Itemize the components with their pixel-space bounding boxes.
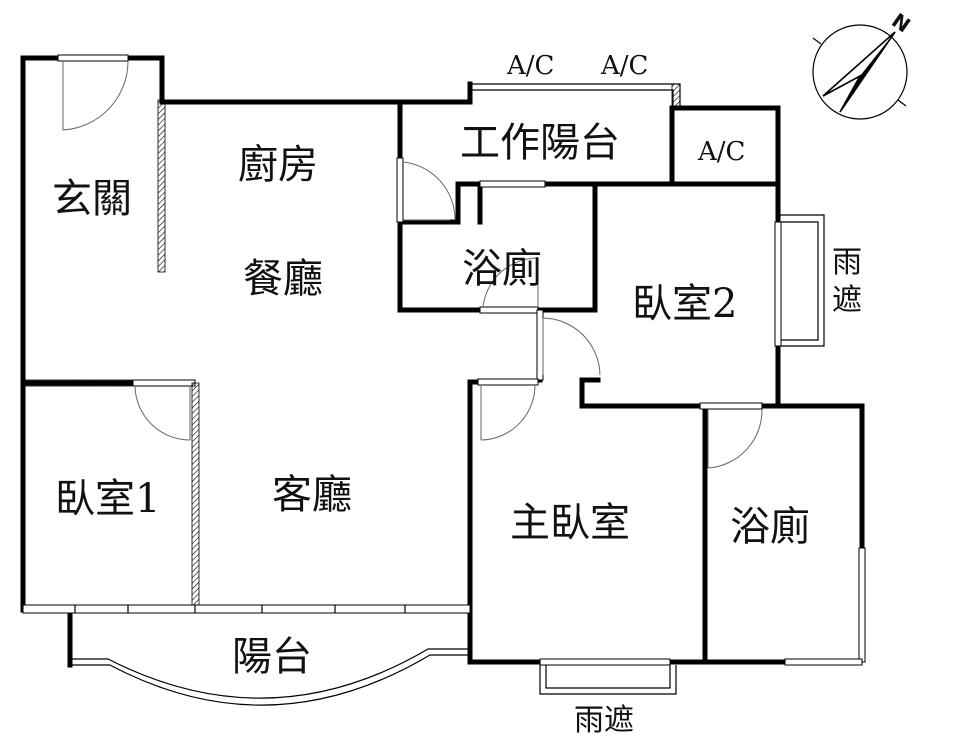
bedroom2-awning [778, 214, 825, 347]
label-awning-side: 雨 遮 [832, 245, 862, 318]
utility-balcony-rail [470, 83, 681, 108]
compass-north-label: N [887, 8, 914, 37]
label-awning-side-char-2: 遮 [832, 283, 862, 318]
label-awning-bottom: 雨遮 [574, 703, 634, 738]
label-awning-side-char-1: 雨 [832, 245, 862, 280]
bedroom1-top-wall-hatch [22, 379, 134, 387]
entrance-door-arc [62, 60, 129, 131]
bedroom1-door-arc [134, 385, 191, 441]
kitchen-top-wall [159, 81, 473, 105]
label-bath-1: 浴廁 [462, 246, 542, 292]
master-bottom-window [539, 658, 671, 666]
label-utility-balcony: 工作陽台 [460, 120, 620, 166]
bath1-wall-left [397, 219, 483, 313]
door-swings [62, 60, 763, 469]
compass-tick [812, 37, 822, 45]
master-door-arc [480, 384, 536, 441]
master-left-wall [467, 379, 543, 665]
corridor-door-arc [542, 317, 601, 376]
bottom-window-strip [22, 604, 471, 614]
label-master-bedroom: 主臥室 [510, 500, 630, 546]
label-living: 客廳 [272, 472, 352, 518]
bath1-bottom-door-frame [479, 306, 539, 314]
entrance-door-frame [57, 54, 129, 62]
bedroom1-right-partition [191, 382, 200, 606]
utility-rail-post [671, 83, 681, 109]
bath1-top-window [479, 180, 546, 188]
label-bath-2: 浴廁 [730, 504, 810, 550]
label-bedroom-2: 臥室2 [632, 281, 737, 327]
balcony-outer-rail [70, 654, 470, 706]
bath2-bottom-window-frame [784, 658, 863, 666]
ac-box-wall [669, 105, 781, 225]
north-arrow-icon [822, 31, 896, 113]
room-labels: 玄關 廚房 餐廳 工作陽台 浴廁 臥室2 臥室1 客廳 主臥室 浴廁 陽台 [52, 120, 810, 680]
bath1-top-left [397, 181, 483, 225]
label-ac-3: A/C [697, 137, 745, 167]
fixture-labels: A/C A/C A/C 雨遮 雨 遮 [506, 51, 862, 738]
bedroom2-window [774, 221, 782, 347]
balcony-rail [70, 648, 470, 706]
bath2-door-frame [699, 402, 763, 410]
north-arrow-fill-icon [840, 32, 895, 112]
partitions [22, 99, 200, 606]
master-awning [539, 665, 677, 695]
outer-wall-left [20, 55, 61, 613]
bedroom1-top-window [132, 379, 196, 387]
windows [22, 54, 866, 695]
compass-circle-icon [812, 24, 908, 120]
bath1-door-arc [482, 257, 539, 308]
label-balcony: 陽台 [232, 634, 312, 680]
utility-door-arc [402, 161, 456, 221]
label-ac-1: A/C [506, 51, 554, 81]
label-bedroom-1: 臥室1 [55, 476, 160, 522]
bath2-door-arc [707, 408, 763, 469]
utility-door-frame [396, 157, 404, 223]
label-ac-2: A/C [600, 51, 648, 81]
bath2-right-window [858, 547, 866, 663]
bedroom2-bottom-wall [579, 377, 703, 409]
master-awning-inner [545, 665, 671, 689]
label-entrance: 玄關 [52, 176, 132, 222]
label-dining: 餐廳 [243, 256, 323, 302]
master-door-frame [477, 378, 539, 386]
entrance-partition [157, 99, 166, 273]
compass-tick [897, 99, 907, 107]
compass: N [812, 8, 915, 120]
bedroom2-awning-inner [778, 221, 819, 341]
utility-balcony-rail-inner [470, 89, 674, 108]
corridor-door-frame [536, 309, 544, 381]
balcony-inner-rail [70, 648, 470, 699]
label-kitchen: 廚房 [238, 142, 318, 188]
